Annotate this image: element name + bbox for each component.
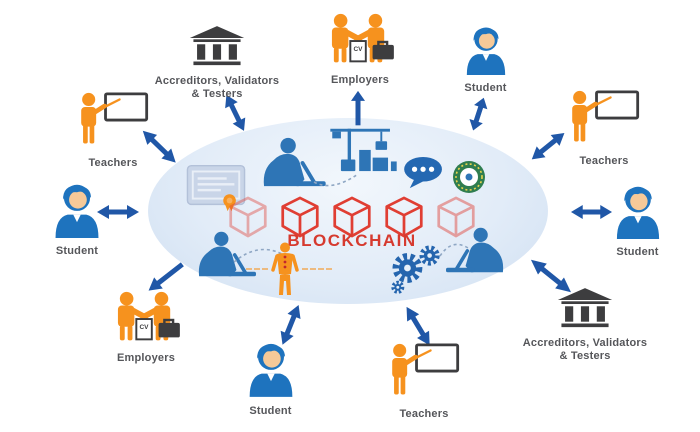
arrow-student-top-right bbox=[464, 94, 492, 134]
node-accreditors-bottom-right: Accreditors, Validators & Testers bbox=[500, 288, 670, 363]
cv-document-label: CV bbox=[139, 324, 149, 331]
node-label: Employers bbox=[330, 74, 390, 86]
institution-icon bbox=[132, 26, 302, 73]
student-avatar-icon bbox=[610, 184, 665, 244]
person-laptop-icon bbox=[442, 226, 514, 279]
node-student-bottom: Student bbox=[243, 340, 298, 418]
employers-handshake-icon: CV bbox=[106, 290, 186, 350]
dashed-link-icon bbox=[436, 236, 472, 260]
student-avatar-icon bbox=[49, 182, 105, 243]
blockchain-title: BLOCKCHAIN bbox=[287, 231, 417, 250]
node-label: Employers bbox=[116, 352, 176, 364]
node-student-right: Student bbox=[610, 184, 665, 259]
heartbeat-line-icon bbox=[246, 268, 268, 270]
digital-badge-icon bbox=[452, 160, 486, 199]
node-accreditors-top: Accreditors, Validators & Testers bbox=[132, 26, 302, 101]
node-label: Student bbox=[616, 246, 659, 258]
chat-bubble-icon bbox=[403, 156, 445, 195]
arrow-employers-top bbox=[349, 90, 367, 127]
node-label: Student bbox=[55, 245, 99, 257]
student-avatar-icon bbox=[243, 340, 298, 403]
node-label: Student bbox=[249, 405, 292, 417]
dashed-link-icon bbox=[310, 168, 362, 194]
node-label: Accreditors, Validators bbox=[154, 75, 280, 87]
node-employers-top: CV Employers bbox=[320, 12, 400, 87]
node-student-left: Student bbox=[49, 182, 105, 258]
node-label: Student bbox=[464, 82, 507, 94]
node-label: Teachers bbox=[579, 155, 629, 167]
node-label: Teachers bbox=[88, 157, 138, 169]
node-teachers-bottom: Teachers bbox=[382, 343, 466, 421]
teacher-icon bbox=[71, 92, 155, 155]
arrow-student-right bbox=[570, 203, 613, 221]
employers-handshake-icon: CV bbox=[320, 12, 400, 72]
institution-icon bbox=[500, 288, 670, 335]
node-label: & Testers bbox=[191, 87, 243, 100]
cv-document-label: CV bbox=[353, 46, 363, 53]
node-student-top-right: Student bbox=[458, 25, 513, 95]
node-label: & Testers bbox=[559, 349, 611, 362]
teacher-icon bbox=[382, 343, 466, 406]
node-employers-bottom-left: CV Employers bbox=[106, 290, 186, 365]
teacher-icon bbox=[562, 90, 646, 153]
human-body-icon bbox=[268, 242, 302, 305]
node-label: Accreditors, Validators bbox=[522, 337, 648, 349]
student-avatar-icon bbox=[458, 25, 513, 80]
node-teachers-right: Teachers bbox=[562, 90, 646, 168]
node-teachers-top-left: Teachers bbox=[71, 92, 155, 170]
heartbeat-line-icon bbox=[302, 268, 332, 270]
node-label: Teachers bbox=[399, 408, 449, 420]
